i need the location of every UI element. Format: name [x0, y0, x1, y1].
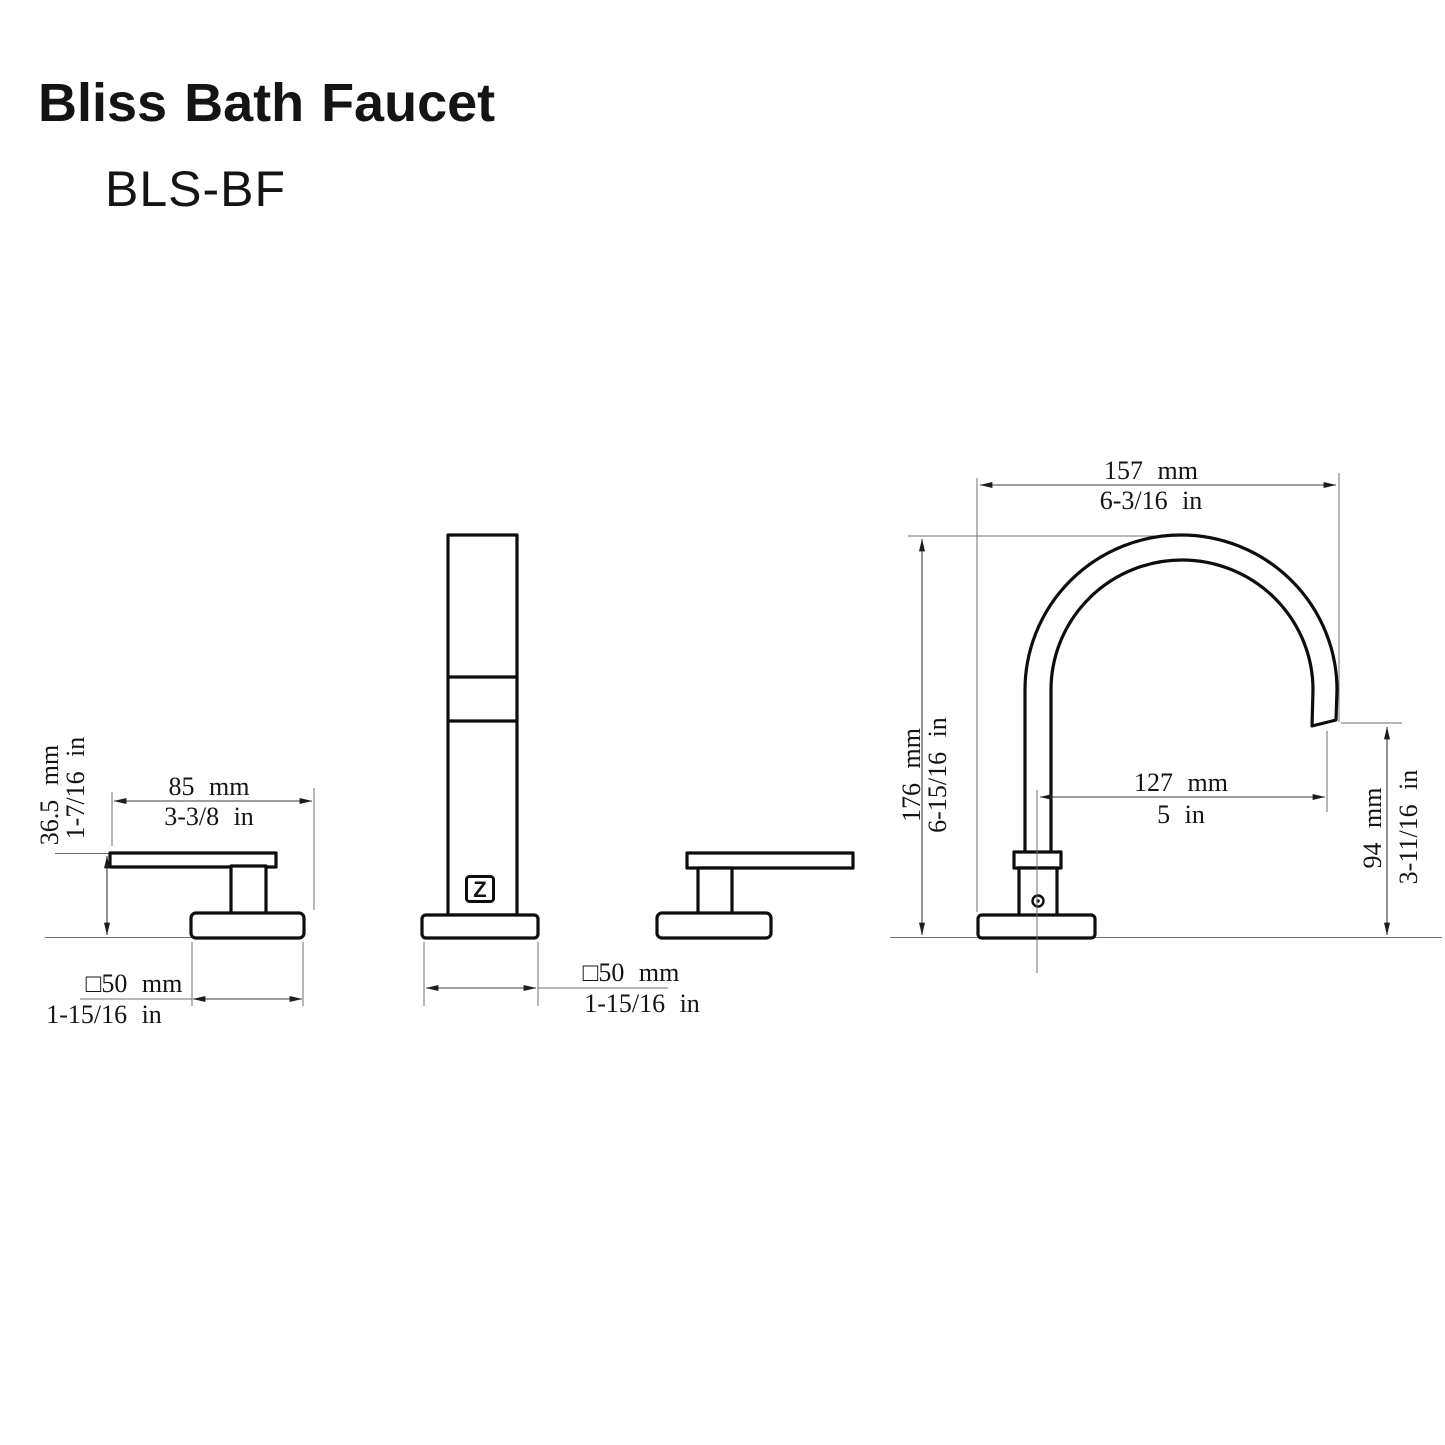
dim-text-outlet-mm: 94 mm [1358, 788, 1387, 869]
handle-base [189, 911, 306, 940]
gooseneck-tube [1023, 533, 1339, 860]
dim-text-height-in: 1-7/16 in [61, 737, 90, 840]
dim-text-base-in: 1-15/16 in [584, 989, 700, 1018]
handle-side-view: 36.5 mm 1-7/16 in 85 mm 3-3/8 in □50 mm … [35, 737, 315, 1029]
spout-column [446, 533, 519, 917]
dim-text-reach-in: 5 in [1157, 800, 1205, 829]
dim-text-height-mm: 176 mm [897, 728, 926, 822]
handle2-stem [696, 866, 734, 916]
dim-text-outlet-in: 3-11/16 in [1394, 770, 1423, 885]
handle-lever-bar [108, 851, 278, 869]
dim-text-width-mm: 157 mm [1104, 456, 1198, 485]
dim-text-base-mm: □50 mm [86, 969, 183, 998]
faucet-front-view: Z □50 mm 1-15/16 in [420, 533, 855, 1018]
dim-text-base-mm: □50 mm [583, 958, 680, 987]
dim-text-height-in: 6-15/16 in [923, 717, 952, 833]
handle-stem [229, 864, 268, 916]
dim-text-height-mm: 36.5 mm [35, 745, 64, 845]
dim-text-width-in: 6-3/16 in [1100, 486, 1203, 515]
spout-shank [1017, 866, 1059, 918]
handle2-lever-bar [685, 851, 855, 870]
dim-text-length-in: 3-3/8 in [164, 802, 254, 831]
dim-text-length-mm: 85 mm [169, 772, 250, 801]
brand-logo-box [465, 875, 495, 903]
dim-text-reach-mm: 127 mm [1134, 768, 1228, 797]
spout-side-view: 157 mm 6-3/16 in 176 mm 6-15/16 in 127 m… [890, 456, 1442, 973]
header: Bliss Bath Faucet BLS-BF [38, 73, 495, 217]
page-title: Bliss Bath Faucet [38, 73, 495, 133]
spout-base [420, 913, 540, 940]
brand-logo-z: Z [473, 877, 486, 902]
model-number: BLS-BF [105, 161, 286, 217]
dim-text-base-in: 1-15/16 in [46, 1000, 162, 1029]
handle2-base [655, 911, 773, 940]
